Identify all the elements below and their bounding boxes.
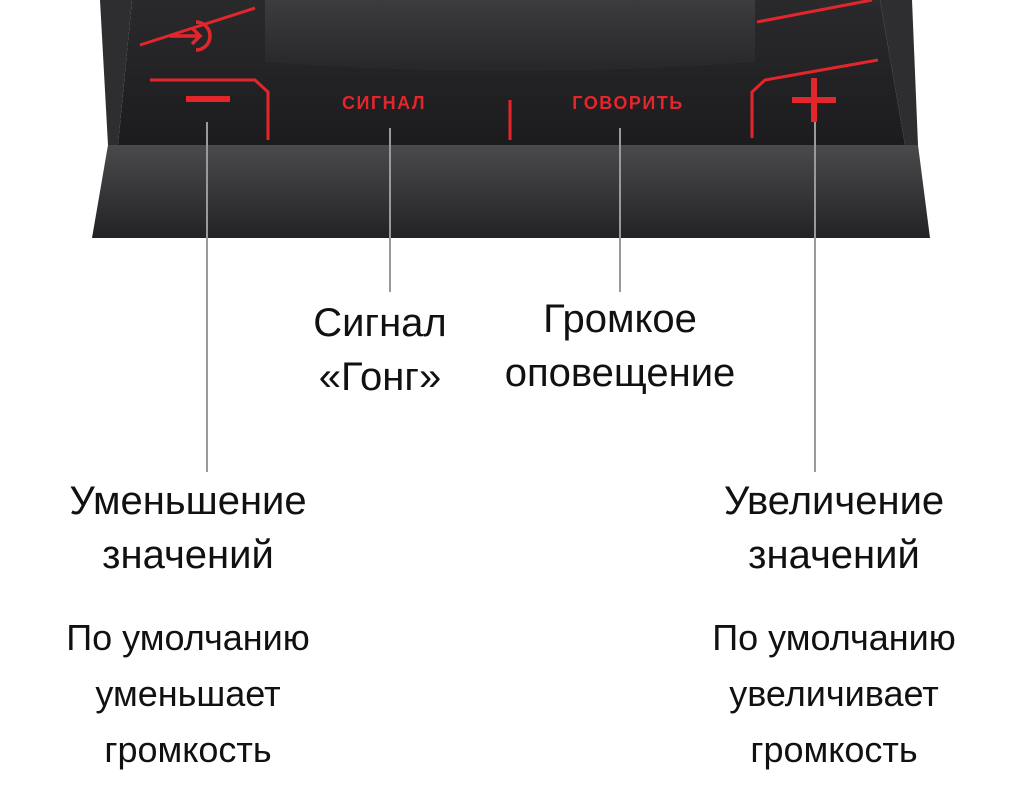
device-base-right-side	[880, 0, 918, 145]
gooseneck-mount	[265, 0, 755, 71]
device-base-front	[92, 145, 930, 238]
decrease-note-line-2: уменьшает	[95, 673, 281, 714]
volume-down-button[interactable]	[186, 96, 230, 102]
power-icon[interactable]	[170, 20, 212, 52]
increase-title-line-2: значений	[748, 533, 920, 577]
increase-callout-title: Увеличение значений	[666, 474, 1002, 582]
announce-callout-line-2: оповещение	[504, 351, 736, 395]
decrease-callout-title: Уменьшение значений	[20, 474, 356, 582]
callout-lines	[206, 122, 816, 472]
announce-callout-line-1: Громкое	[543, 297, 697, 341]
announce-callout: Громкое оповещение	[470, 292, 770, 400]
decrease-title-line-1: Уменьшение	[69, 479, 307, 523]
decrease-callout-note: По умолчанию уменьшает громкость	[20, 610, 356, 778]
increase-callout-note: По умолчанию увеличивает громкость	[666, 610, 1002, 778]
signal-button-label[interactable]: СИГНАЛ	[342, 93, 426, 113]
button-dividers	[139, 0, 879, 140]
decrease-note-line-3: громкость	[104, 729, 272, 770]
signal-callout: Сигнал «Гонг»	[270, 296, 490, 404]
signal-callout-line-2: «Гонг»	[318, 355, 442, 399]
volume-up-button[interactable]	[792, 78, 836, 122]
increase-note-line-3: громкость	[750, 729, 918, 770]
increase-title-line-1: Увеличение	[723, 479, 945, 523]
decrease-title-line-2: значений	[102, 533, 274, 577]
decrease-note-line-1: По умолчанию	[66, 617, 310, 658]
increase-note-line-1: По умолчанию	[712, 617, 956, 658]
increase-note-line-2: увеличивает	[729, 673, 939, 714]
device-base-left-side	[100, 0, 132, 145]
signal-callout-line-1: Сигнал	[313, 301, 447, 345]
talk-button-label[interactable]: ГОВОРИТЬ	[572, 93, 683, 113]
